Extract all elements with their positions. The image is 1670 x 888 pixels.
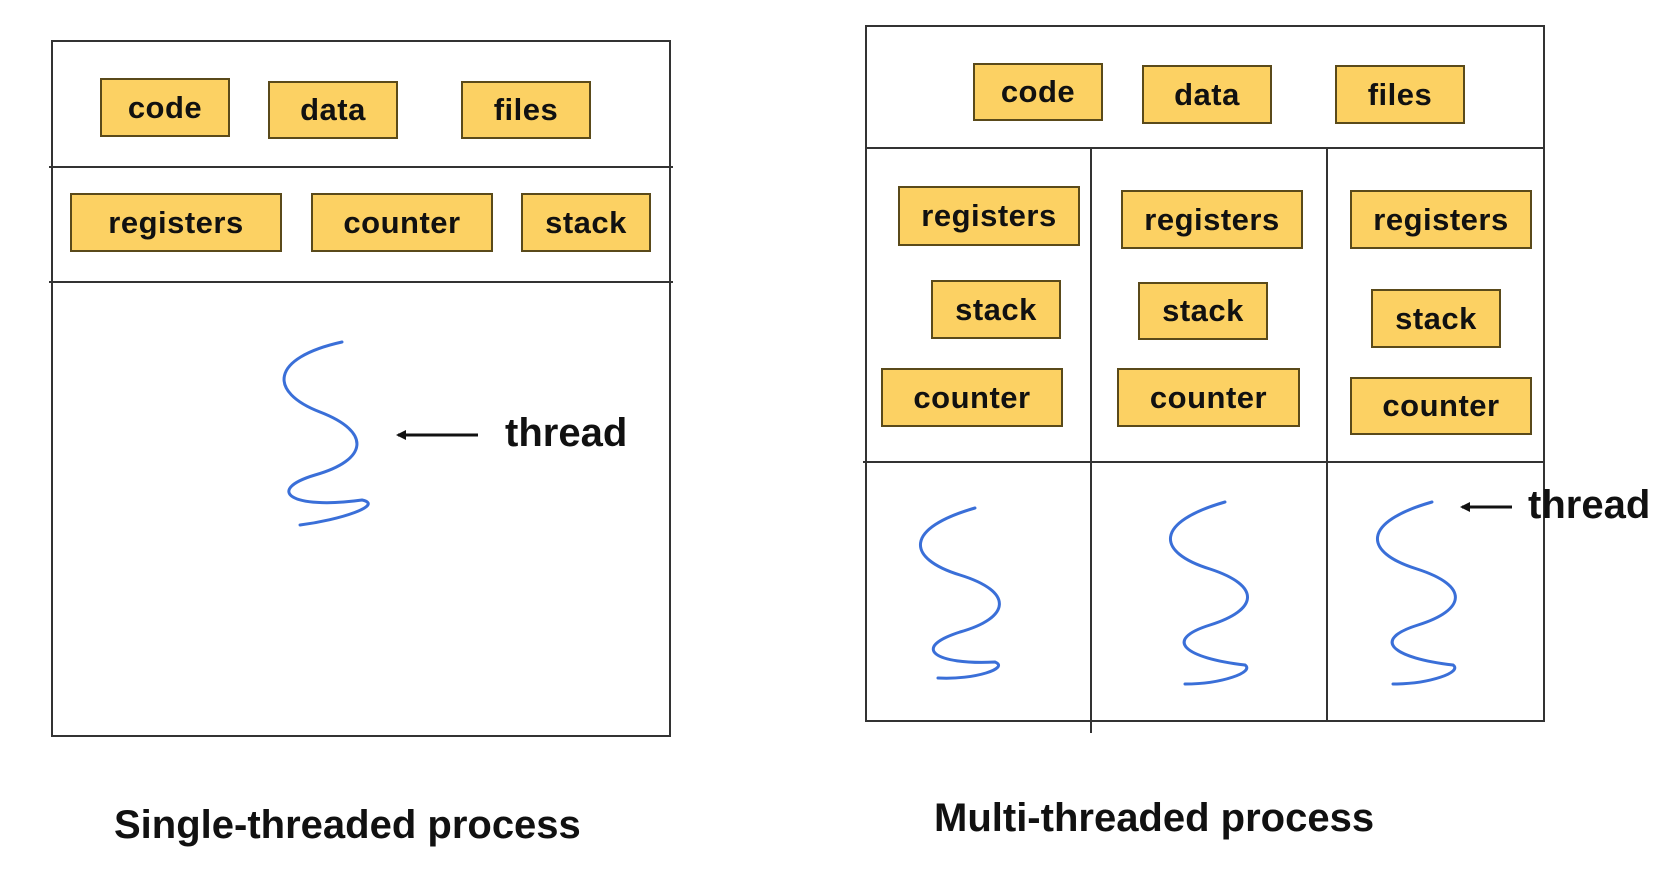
single-registers-box: registers <box>70 193 282 252</box>
multi-thread-1-registers-box: registers <box>898 186 1080 246</box>
multi-divider-bottom <box>863 461 1545 463</box>
multi-thread-2-stack-box: stack <box>1138 282 1268 340</box>
single-data-box: data <box>268 81 398 139</box>
multi-thread-separator-2 <box>1326 147 1328 722</box>
multi-thread-1-counter-box: counter <box>881 368 1063 427</box>
multi-thread-2-registers-box: registers <box>1121 190 1303 249</box>
multi-thread-3-counter-box: counter <box>1350 377 1532 435</box>
multi-thread-2-counter-box: counter <box>1117 368 1300 427</box>
multi-code-box: code <box>973 63 1103 121</box>
multi-thread-separator-1 <box>1090 147 1092 733</box>
multi-thread-1-squiggle-icon <box>918 506 1001 680</box>
multi-divider-top <box>865 147 1545 149</box>
multi-thread-label: thread <box>1528 483 1651 527</box>
multi-files-box: files <box>1335 65 1465 124</box>
multi-caption: Multi-threaded process <box>934 796 1375 840</box>
single-caption: Single-threaded process <box>114 803 581 847</box>
multi-thread-2-squiggle-icon <box>1168 500 1249 686</box>
multi-thread-3-stack-box: stack <box>1371 289 1501 348</box>
single-thread-squiggle-icon <box>282 340 370 527</box>
single-process-frame <box>51 40 671 737</box>
single-thread-label: thread <box>505 411 628 455</box>
single-stack-box: stack <box>521 193 651 252</box>
single-files-box: files <box>461 81 591 139</box>
multi-thread-3-squiggle-icon <box>1375 500 1457 686</box>
single-divider-bottom <box>49 281 673 283</box>
single-counter-box: counter <box>311 193 493 252</box>
single-divider-top <box>49 166 673 168</box>
single-code-box: code <box>100 78 230 137</box>
multi-thread-1-stack-box: stack <box>931 280 1061 339</box>
multi-thread-3-registers-box: registers <box>1350 190 1532 249</box>
multi-data-box: data <box>1142 65 1272 124</box>
